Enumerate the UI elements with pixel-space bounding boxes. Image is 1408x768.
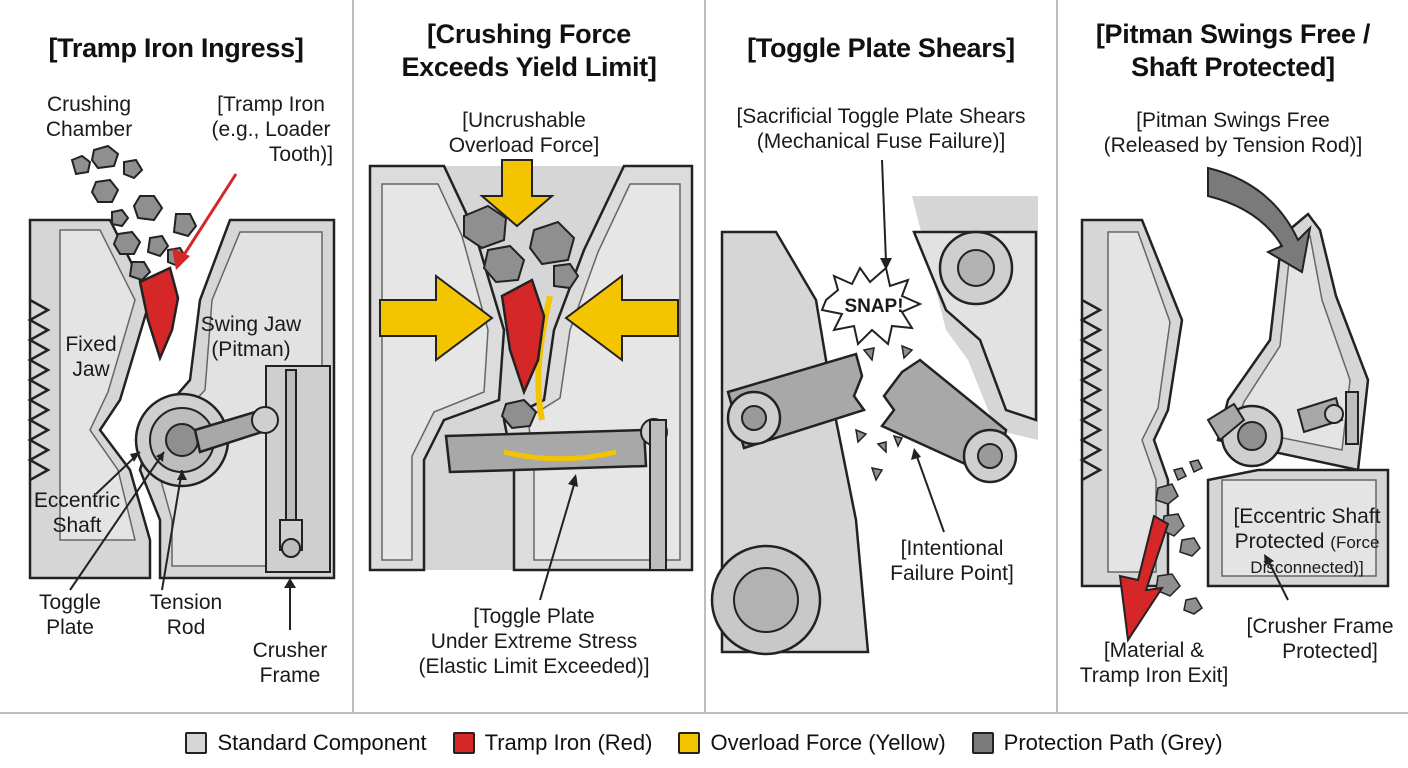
label-crushing-chamber-line-2: Chamber bbox=[45, 118, 133, 141]
panel-2-title-line-1: [Crushing Force bbox=[426, 19, 631, 49]
legend: Standard Component Tramp Iron (Red) Over… bbox=[0, 726, 1408, 760]
label-swing-jaw: Swing Jaw (Pitman) bbox=[196, 312, 306, 362]
panel-divider-3 bbox=[1056, 0, 1058, 712]
label-eccentric-shaft: Eccentric Shaft bbox=[22, 488, 132, 538]
label-shaft-protected-line-3: Disconnected)] bbox=[1250, 558, 1364, 577]
label-toggle-stress-line-2: Under Extreme Stress bbox=[430, 630, 638, 653]
panel-3-title: [Toggle Plate Shears] bbox=[706, 32, 1056, 65]
legend-item-overload-force: Overload Force (Yellow) bbox=[678, 730, 946, 756]
label-fixed-jaw-line-1: Fixed bbox=[65, 333, 117, 356]
label-snap-text: SNAP! bbox=[844, 296, 904, 317]
label-tramp-iron-line-3: Tooth)] bbox=[268, 143, 334, 166]
label-tramp-iron: [Tramp Iron (e.g., Loader Tooth)] bbox=[196, 92, 346, 167]
label-sacrificial-line-1: [Sacrificial Toggle Plate Shears bbox=[736, 105, 1026, 128]
legend-label-standard: Standard Component bbox=[217, 730, 427, 755]
label-sacrificial-line-2: (Mechanical Fuse Failure)] bbox=[756, 130, 1006, 153]
panel-3-title-line-1: [Toggle Plate Shears] bbox=[747, 33, 1015, 63]
label-material-exit-line-1: [Material & bbox=[1103, 639, 1205, 662]
label-eccentric-shaft-line-2: Shaft bbox=[52, 514, 102, 537]
panel-1-title-line-1: [Tramp Iron Ingress] bbox=[48, 33, 304, 63]
label-crusher-frame-line-1: Crusher bbox=[252, 639, 328, 662]
panel-1-illustration bbox=[27, 144, 336, 630]
panel-toggle-shears: [Toggle Plate Shears] [Sacrificial Toggl… bbox=[706, 0, 1056, 712]
label-tramp-iron-line-2: (e.g., Loader bbox=[211, 118, 331, 141]
panel-4-illustration bbox=[1079, 166, 1390, 643]
label-toggle-stress-line-1: [Toggle Plate bbox=[473, 605, 595, 628]
label-pitman-free: [Pitman Swings Free (Released by Tension… bbox=[1078, 108, 1388, 158]
label-toggle-plate-line-1: Toggle bbox=[39, 591, 101, 614]
legend-item-tramp-iron: Tramp Iron (Red) bbox=[452, 730, 653, 756]
label-toggle-stress-line-3: (Elastic Limit Exceeded)] bbox=[418, 655, 650, 678]
label-crushing-chamber: Crushing Chamber bbox=[34, 92, 144, 142]
label-overload-force: [Uncrushable Overload Force] bbox=[424, 108, 624, 158]
label-snap: SNAP! bbox=[834, 294, 914, 319]
panel-4-title: [Pitman Swings Free / Shaft Protected] bbox=[1058, 18, 1408, 84]
panel-divider-1 bbox=[352, 0, 354, 712]
legend-swatch-protection bbox=[971, 732, 994, 754]
legend-swatch-tramp-iron bbox=[452, 732, 475, 754]
legend-item-protection-path: Protection Path (Grey) bbox=[971, 730, 1223, 756]
legend-swatch-standard bbox=[185, 732, 208, 754]
legend-swatch-overload bbox=[678, 732, 701, 754]
label-frame-protected-line-2: Protected] bbox=[1282, 640, 1378, 663]
label-shaft-protected: [Eccentric Shaft Protected (Force Discon… bbox=[1212, 504, 1402, 580]
label-tension-rod-line-2: Rod bbox=[166, 616, 206, 639]
label-swing-jaw-line-2: (Pitman) bbox=[211, 338, 291, 361]
legend-label-tramp-iron: Tramp Iron (Red) bbox=[484, 730, 653, 755]
label-pitman-free-line-1: [Pitman Swings Free bbox=[1136, 109, 1330, 132]
panel-tramp-iron-ingress: [Tramp Iron Ingress] Crushing Chamber [T… bbox=[0, 0, 352, 712]
label-toggle-plate-line-2: Plate bbox=[46, 616, 94, 639]
panel-2-title: [Crushing Force Exceeds Yield Limit] bbox=[354, 18, 704, 84]
label-tension-rod: Tension Rod bbox=[136, 590, 236, 640]
label-fixed-jaw: Fixed Jaw bbox=[56, 332, 126, 382]
label-toggle-plate: Toggle Plate bbox=[30, 590, 110, 640]
legend-label-protection: Protection Path (Grey) bbox=[1003, 730, 1223, 755]
label-swing-jaw-line-1: Swing Jaw bbox=[200, 313, 302, 336]
label-failure-point: [Intentional Failure Point] bbox=[882, 536, 1022, 586]
label-shaft-protected-line-1: [Eccentric Shaft bbox=[1233, 505, 1381, 528]
panel-1-title: [Tramp Iron Ingress] bbox=[0, 32, 352, 65]
label-overload-force-line-2: Overload Force] bbox=[448, 134, 600, 157]
label-sacrificial-toggle: [Sacrificial Toggle Plate Shears (Mechan… bbox=[716, 104, 1046, 154]
label-crushing-chamber-line-1: Crushing bbox=[46, 93, 132, 116]
label-frame-protected: [Crusher Frame Protected] bbox=[1244, 614, 1396, 664]
label-toggle-stress: [Toggle Plate Under Extreme Stress (Elas… bbox=[384, 604, 684, 679]
label-failure-point-line-1: [Intentional bbox=[900, 537, 1004, 560]
panel-pitman-free: [Pitman Swings Free / Shaft Protected] [… bbox=[1058, 0, 1408, 712]
panel-2-illustration bbox=[368, 159, 694, 601]
label-crusher-frame: Crusher Frame bbox=[240, 638, 340, 688]
legend-label-overload: Overload Force (Yellow) bbox=[710, 730, 946, 755]
label-material-exit: [Material & Tramp Iron Exit] bbox=[1066, 638, 1242, 688]
panel-2-title-line-2: Exceeds Yield Limit] bbox=[401, 52, 657, 82]
legend-item-standard-component: Standard Component bbox=[185, 730, 427, 756]
panel-divider-2 bbox=[704, 0, 706, 712]
panel-4-title-line-2: Shaft Protected] bbox=[1131, 52, 1335, 82]
label-failure-point-line-2: Failure Point] bbox=[890, 562, 1014, 585]
label-tension-rod-line-1: Tension bbox=[149, 591, 223, 614]
panel-4-title-line-1: [Pitman Swings Free / bbox=[1095, 19, 1371, 49]
label-pitman-free-line-2: (Released by Tension Rod)] bbox=[1103, 134, 1363, 157]
label-crusher-frame-line-2: Frame bbox=[259, 664, 321, 687]
panel-crushing-force: [Crushing Force Exceeds Yield Limit] [Un… bbox=[354, 0, 704, 712]
label-shaft-protected-force: (Force bbox=[1330, 533, 1380, 552]
legend-separator bbox=[0, 712, 1408, 714]
label-fixed-jaw-line-2: Jaw bbox=[72, 358, 110, 381]
label-tramp-iron-line-1: [Tramp Iron bbox=[217, 93, 325, 116]
label-shaft-protected-line-2: Protected bbox=[1234, 530, 1325, 553]
label-frame-protected-line-1: [Crusher Frame bbox=[1246, 615, 1394, 638]
panel-3-illustration bbox=[710, 159, 1038, 656]
label-overload-force-line-1: [Uncrushable bbox=[462, 109, 586, 132]
label-material-exit-line-2: Tramp Iron Exit] bbox=[1079, 664, 1229, 687]
label-eccentric-shaft-line-1: Eccentric bbox=[33, 489, 121, 512]
